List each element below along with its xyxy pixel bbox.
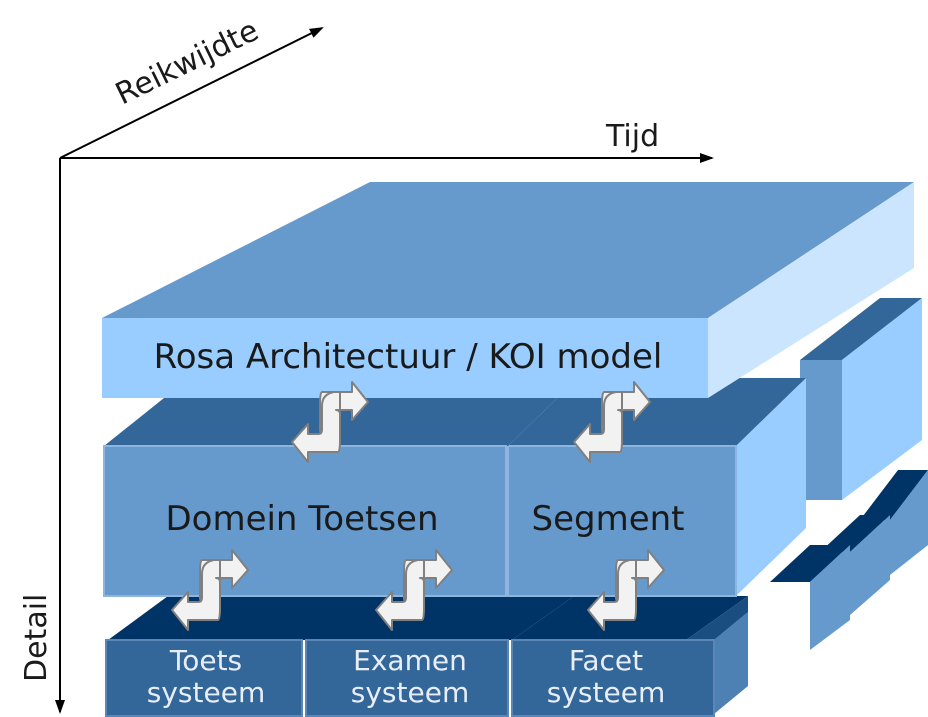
bottom-layer: Toets systeem Examen systeem Facet syste… bbox=[105, 596, 748, 717]
system-block-toets bbox=[105, 639, 303, 717]
system-label-toets-1: Toets bbox=[169, 644, 242, 677]
architecture-label: Rosa Architectuur / KOI model bbox=[154, 337, 663, 377]
time-axis-label: Tijd bbox=[605, 119, 659, 154]
detail-axis-label: Detail bbox=[19, 594, 54, 682]
system-label-facet-2: systeem bbox=[547, 676, 665, 709]
top-layer: Rosa Architectuur / KOI model bbox=[102, 182, 914, 398]
back-blocks bbox=[770, 298, 928, 650]
system-label-facet-1: Facet bbox=[569, 644, 643, 677]
system-label-examen-1: Examen bbox=[353, 644, 467, 677]
scope-axis bbox=[59, 27, 324, 159]
architecture-block bbox=[102, 318, 708, 398]
system-label-examen-2: systeem bbox=[351, 676, 469, 709]
system-block-facet bbox=[511, 639, 715, 717]
system-block-examen bbox=[305, 639, 509, 717]
domain-label: Domein Toetsen bbox=[165, 499, 438, 539]
segment-label: Segment bbox=[532, 499, 685, 539]
scope-axis-label: Reikwijdte bbox=[110, 13, 264, 112]
system-label-toets-2: systeem bbox=[147, 676, 265, 709]
